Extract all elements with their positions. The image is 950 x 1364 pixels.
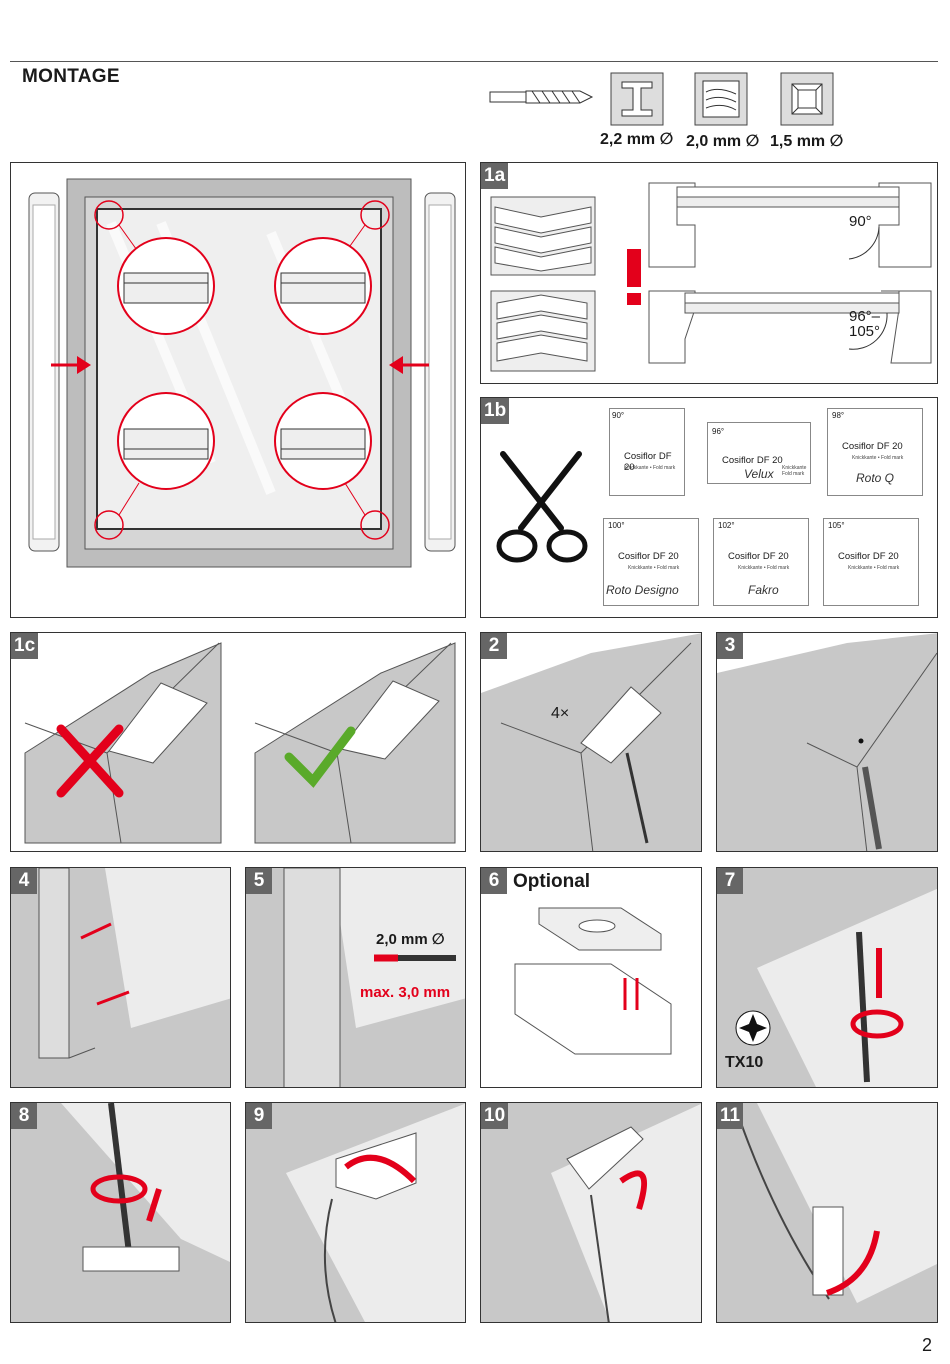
step-2-panel: 2 4× — [480, 632, 702, 852]
step-10-panel: 10 — [480, 1102, 702, 1323]
angle-label-90: 90° — [849, 213, 872, 230]
step-1a-panel: 1a 90° 96°– 105° — [480, 162, 938, 384]
drill-depth-illustration — [246, 868, 465, 1087]
attach-shade-illustration — [246, 1103, 465, 1322]
step-badge: 1a — [481, 163, 509, 189]
max-depth-label: max. 3,0 mm — [360, 984, 451, 1001]
mark-holes-illustration — [481, 633, 701, 851]
step-badge: 3 — [717, 633, 743, 659]
step-6-panel: 6 Optional — [480, 867, 702, 1088]
step-7-panel: 7 TX10 — [716, 867, 938, 1088]
step-badge: 1c — [11, 633, 39, 659]
optional-label: Optional — [513, 871, 591, 892]
step-11-panel: 11 — [716, 1102, 938, 1323]
template-card: 98° Cosiflor DF 20 Knickkante • Fold mar… — [827, 408, 923, 496]
header-rule — [10, 61, 938, 62]
step-badge: 5 — [246, 868, 272, 894]
template-card: 96° Cosiflor DF 20 Knickkante Fold mark … — [707, 422, 811, 484]
screw-mount-illustration — [717, 868, 937, 1087]
tx-bit-label: TX10 — [725, 1054, 764, 1071]
step-badge: 9 — [246, 1103, 272, 1129]
drill-diameter-label: 2,0 mm ∅ — [376, 931, 445, 948]
steel-profile-icon — [610, 72, 664, 126]
pre-drill-illustration — [717, 633, 937, 851]
step-3-panel: 3 — [716, 632, 938, 852]
template-card: 102° Cosiflor DF 20 Knickkante • Fold ma… — [713, 518, 809, 606]
step-1c-panel: 1c — [10, 632, 466, 852]
step-badge: 10 — [481, 1103, 509, 1129]
step-badge: 2 — [481, 633, 507, 659]
step-9-panel: 9 — [245, 1102, 466, 1323]
page-title: MONTAGE — [22, 66, 120, 87]
template-alignment-illustration — [24, 642, 456, 844]
count-label: 4× — [551, 705, 570, 722]
window-overview-illustration — [28, 178, 456, 568]
clip-lower-illustration — [717, 1103, 937, 1322]
drill-bit-icon — [489, 90, 594, 104]
bracket-fix-illustration — [11, 1103, 230, 1322]
step-badge: 4 — [11, 868, 37, 894]
overview-panel — [10, 162, 466, 618]
step-4-panel: 4 — [10, 867, 231, 1088]
plastic-profile-icon — [780, 72, 834, 126]
page-number: 2 — [921, 1335, 932, 1355]
step-badge: 1b — [481, 398, 510, 424]
step-5-panel: 5 2,0 mm ∅ max. 3,0 mm — [245, 867, 466, 1088]
step-badge: 6 — [481, 868, 507, 894]
template-card: 90° Cosiflor DF 20 Knickkante • Fold mar… — [609, 408, 685, 496]
snap-cover-illustration — [481, 1103, 701, 1322]
scissors-icon — [496, 451, 588, 563]
drill-size-plastic: 1,5 mm ∅ — [770, 133, 844, 150]
drill-size-wood: 2,0 mm ∅ — [686, 133, 760, 150]
spacer-clip-illustration — [514, 907, 672, 1055]
step-badge: 7 — [717, 868, 743, 894]
step-badge: 8 — [11, 1103, 37, 1129]
step-8-panel: 8 — [10, 1102, 231, 1323]
template-card: 100° Cosiflor DF 20 Knickkante • Fold ma… — [603, 518, 699, 606]
angle-label-96-105: 96°– 105° — [849, 308, 881, 340]
shade-types-illustration — [490, 182, 932, 372]
wood-profile-icon — [694, 72, 748, 126]
frame-guide-illustration — [11, 868, 230, 1087]
template-card: 105° Cosiflor DF 20 Knickkante • Fold ma… — [823, 518, 919, 606]
step-badge: 11 — [717, 1103, 744, 1129]
step-1b-panel: 1b 90° Cosiflor DF 20 Knickkante • Fold … — [480, 397, 938, 618]
drill-size-steel: 2,2 mm ∅ — [600, 131, 674, 148]
